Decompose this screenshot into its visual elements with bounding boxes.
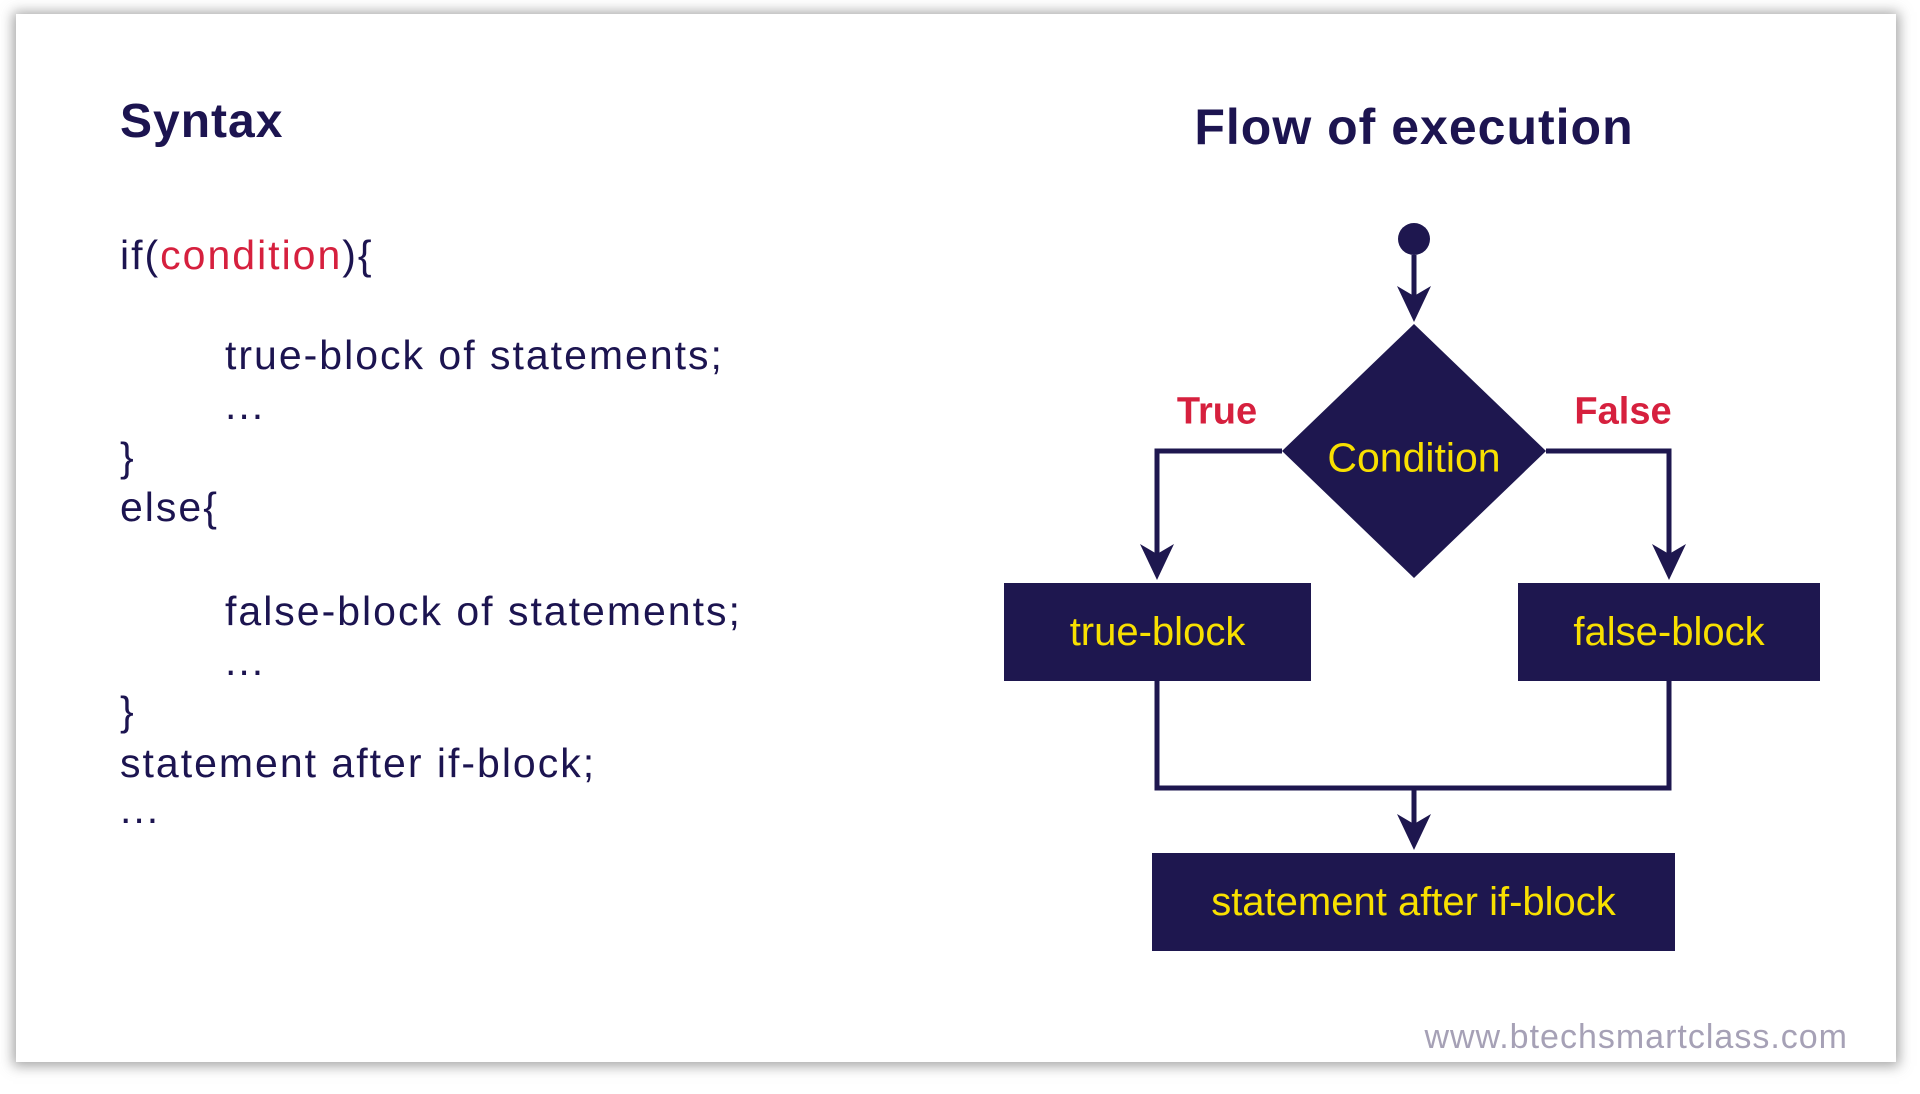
code-line-true-block: true-block of statements;: [225, 332, 724, 378]
code-line-close-brace: }: [120, 688, 136, 734]
slide-card: Syntax if(condition){ true-block of stat…: [16, 14, 1896, 1062]
condition-diamond: [1282, 324, 1546, 578]
code-line-ellipsis: ...: [225, 382, 266, 428]
true-branch-label: True: [1176, 390, 1258, 433]
code-line-ellipsis: ...: [120, 786, 161, 832]
false-branch-label: False: [1574, 390, 1672, 433]
code-if-close: ){: [342, 232, 374, 278]
condition-node-label: Condition: [1327, 434, 1501, 481]
false-block-node: false-block: [1518, 583, 1820, 681]
code-condition-keyword: condition: [160, 232, 343, 278]
code-line-else: else{: [120, 484, 219, 530]
true-branch-line: [1154, 448, 1282, 559]
code-line-if: if(condition){: [120, 232, 374, 279]
code-line-ellipsis: ...: [225, 638, 266, 684]
syntax-heading: Syntax: [120, 95, 284, 148]
code-line-statement-after: statement after if-block;: [120, 740, 597, 786]
false-block-label: false-block: [1573, 609, 1765, 654]
false-branch-arrowhead-icon: [1652, 544, 1686, 580]
false-branch-line: [1546, 448, 1672, 559]
true-branch-arrowhead-icon: [1140, 544, 1174, 580]
code-line-false-block: false-block of statements;: [225, 588, 742, 634]
code-line-close-brace: }: [120, 434, 136, 480]
statement-after-label: statement after if-block: [1211, 879, 1616, 924]
merge-connector-line: [1154, 681, 1672, 791]
code-if-open: if(: [120, 232, 161, 278]
start-node-circle: [1398, 223, 1430, 255]
true-block-node: true-block: [1004, 583, 1311, 681]
watermark-url: www.btechsmartclass.com: [1424, 1018, 1848, 1056]
start-arrowhead-icon: [1397, 286, 1431, 322]
merge-arrowhead-icon: [1397, 814, 1431, 850]
true-block-label: true-block: [1069, 609, 1246, 654]
flow-heading: Flow of execution: [1194, 99, 1634, 155]
flowchart-canvas: [1140, 223, 1686, 850]
statement-after-node: statement after if-block: [1152, 853, 1675, 951]
